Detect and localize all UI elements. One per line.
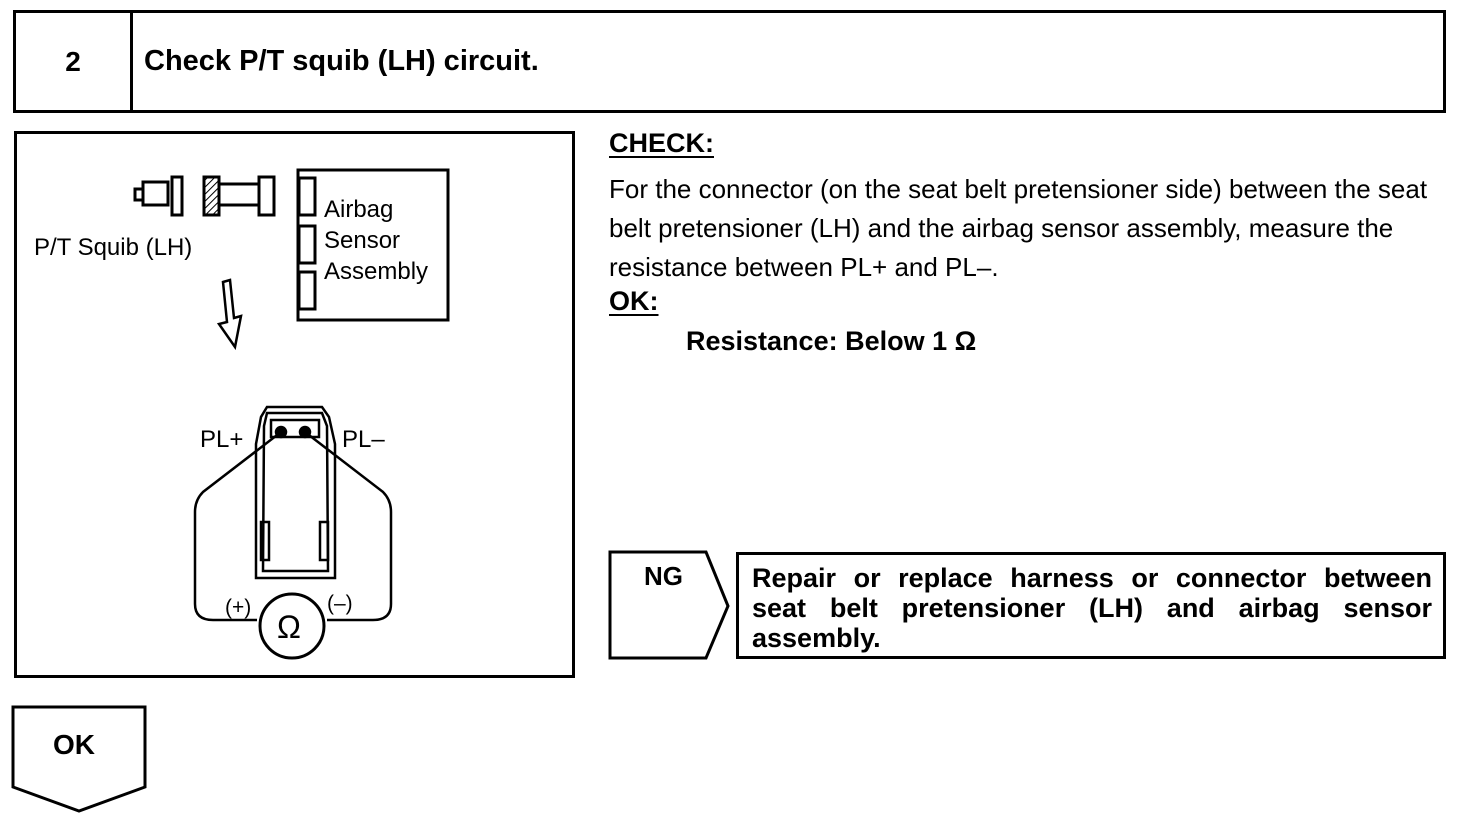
- ng-tab-shape: [608, 550, 730, 660]
- ng-action-box: Repair or replace harness or connector b…: [736, 552, 1446, 659]
- arrow-down-icon: [216, 278, 243, 351]
- ok-heading: OK:: [609, 286, 659, 316]
- ok-next-label: OK: [53, 729, 95, 760]
- airbag-sensor-assembly-icon: [296, 168, 450, 322]
- ohm-symbol: Ω: [277, 609, 301, 645]
- connector-diagram: P/T Squib (LH) Airbag Sensor Assembly PL…: [14, 131, 575, 678]
- step-header: 2 Check P/T squib (LH) circuit.: [13, 10, 1446, 113]
- ok-tab-shape: [11, 705, 147, 813]
- meter-minus-label: (–): [327, 592, 353, 615]
- step-title: Check P/T squib (LH) circuit.: [144, 45, 539, 77]
- sensor-label-line-3: Assembly: [324, 258, 429, 285]
- check-heading: CHECK:: [609, 128, 714, 158]
- pin-plus-label: PL+: [200, 426, 244, 453]
- connector-front-view-icon: [254, 405, 337, 580]
- sensor-label-line-2: Sensor: [324, 227, 401, 254]
- sensor-label-line-1: Airbag: [324, 196, 394, 223]
- squib-connector-icon: [133, 175, 184, 217]
- check-instructions: For the connector (on the seat belt pret…: [609, 174, 1428, 282]
- squib-label: P/T Squib (LH): [34, 234, 193, 261]
- sensor-label: Airbag Sensor Assembly: [324, 194, 428, 287]
- ohmmeter-icon: [258, 592, 326, 660]
- meter-leads: [193, 431, 393, 622]
- ng-label: NG: [644, 561, 683, 591]
- pin-minus-label: PL–: [342, 426, 385, 453]
- step-number: 2: [16, 13, 133, 110]
- diagram-drawing: [133, 168, 450, 660]
- meter-plus-label: (+): [225, 596, 252, 619]
- resistance-spec: Resistance: Below 1 Ω: [686, 326, 977, 356]
- harness-connector-icon: [202, 175, 276, 217]
